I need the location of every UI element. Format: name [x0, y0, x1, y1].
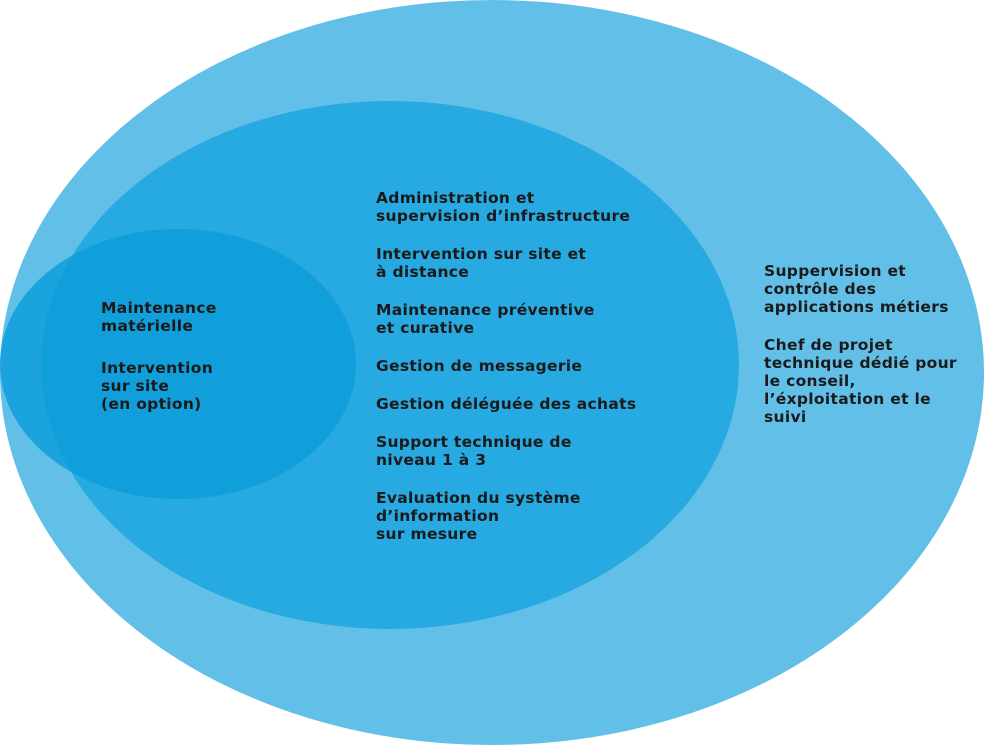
middle-service-item: Evaluation du système d’information sur … [376, 489, 581, 543]
middle-service-item: Gestion de messagerie [376, 357, 583, 375]
outer-service-item: Chef de projet technique dédié pour le c… [764, 336, 957, 426]
inner-ellipse [0, 229, 356, 499]
outer-service-item: Suppervision et contrôle des application… [764, 262, 949, 316]
outer-services-list: Suppervision et contrôle des application… [764, 262, 979, 426]
middle-services-list: Administration et supervision d’infrastr… [376, 189, 676, 543]
inner-service-item: Intervention sur site (en option) [101, 359, 214, 413]
middle-service-item: Administration et supervision d’infrastr… [376, 189, 631, 225]
inner-services-list: Maintenance matérielle Intervention sur … [101, 299, 331, 413]
middle-service-item: Support technique de niveau 1 à 3 [376, 433, 572, 469]
middle-service-item: Intervention sur site et à distance [376, 245, 587, 281]
inner-service-item: Maintenance matérielle [101, 299, 217, 335]
middle-service-item: Maintenance préventive et curative [376, 301, 595, 337]
middle-service-item: Gestion déléguée des achats [376, 395, 637, 413]
